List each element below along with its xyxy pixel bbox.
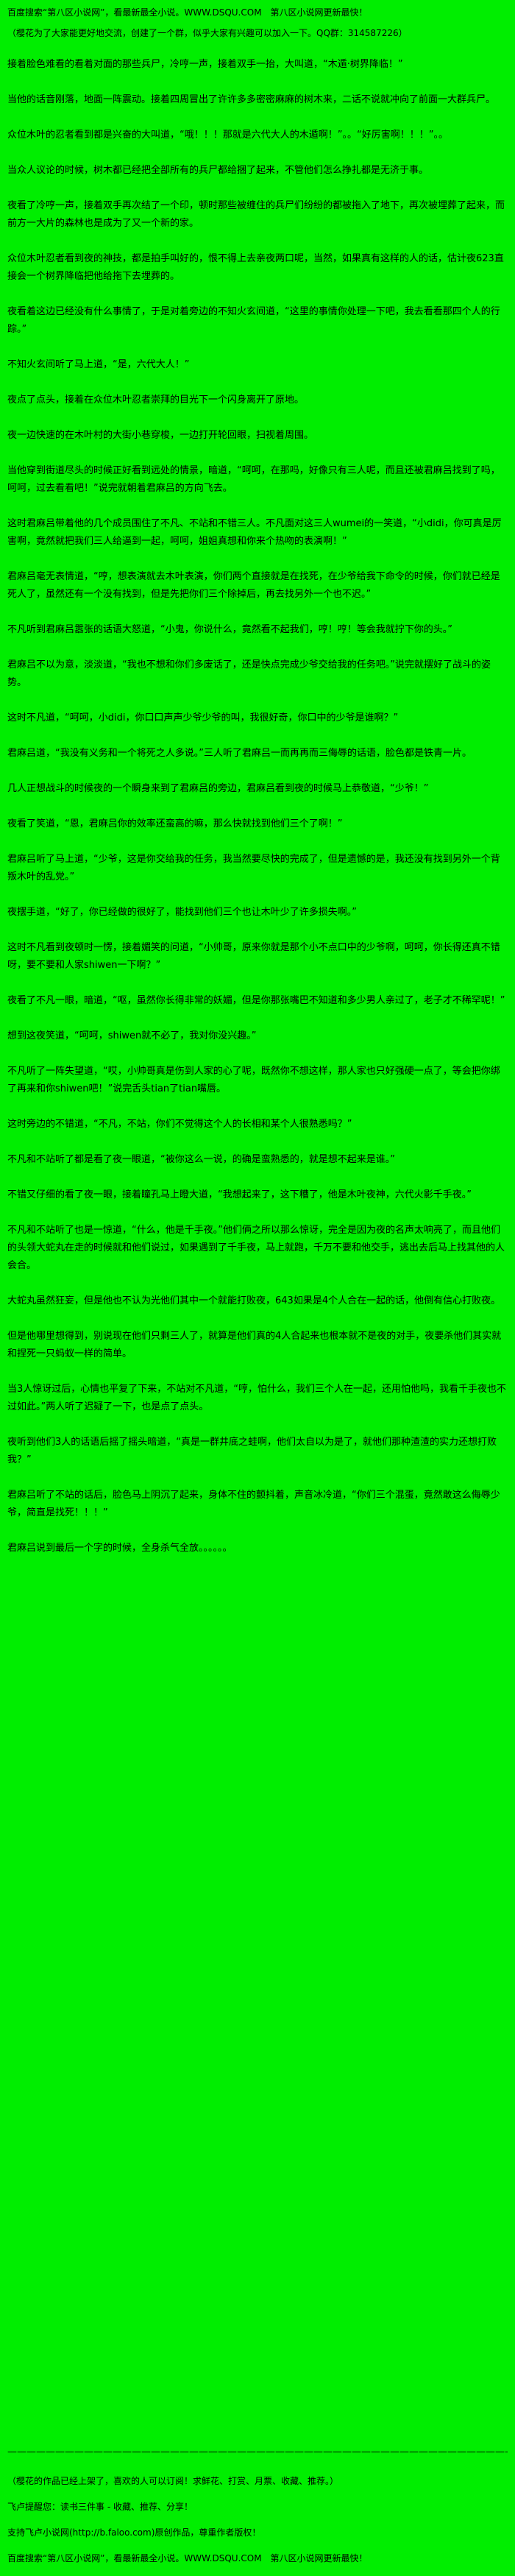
novel-paragraph: 君麻吕听了不站的话后，脸色马上阴沉了起来，身体不住的颤抖着，声音冰冷道，“你们三… (7, 1490, 500, 1518)
novel-paragraph: 夜看了冷哼一声，接着双手再次结了一个印，顿时那些被缠住的兵尸们纷纷的都被拖入了地… (7, 200, 505, 229)
novel-paragraph: 众位木叶忍者看到夜的神技，都是拍手叫好的，恨不得上去亲夜两口呢，当然，如果真有这… (7, 253, 504, 282)
novel-paragraph: 当众人议论的时候，树木都已经把全部所有的兵尸都给捆了起来，不管他们怎么挣扎都是无… (7, 165, 429, 176)
novel-paragraph: 这时旁边的不错道，“不凡，不站，你们不觉得这个人的长相和某个人很熟悉吗？” (7, 1119, 352, 1130)
novel-paragraph: 夜看了不凡一眼，暗道，“呕，虽然你长得非常的妖媚，但是你那张嘴巴不知道和多少男人… (7, 995, 505, 1006)
novel-paragraph: 不凡听了一阵失望道，“哎，小帅哥真是伤到人家的心了呢，既然你不想这样，那人家也只… (7, 1066, 500, 1094)
novel-paragraph: 不知火玄间听了马上道，“是，六代大人！” (7, 359, 190, 370)
novel-paragraph: 夜点了点头，接着在众位木叶忍者崇拜的目光下一个闪身离开了原地。 (7, 394, 305, 406)
novel-paragraph: 不错又仔细的看了夜一眼，接着瞳孔马上瞪大道，“我想起来了，这下糟了，他是木叶夜神… (7, 1189, 472, 1200)
novel-paragraph: 夜听到他们3人的话语后摇了摇头暗道，“真是一群井底之蛙啊，他们太自以为是了，就他… (7, 1437, 497, 1465)
novel-paragraph: 不凡和不站听了都是看了夜一眼道，“被你这么一说，的确是蛮熟悉的，就是想不起来是谁… (7, 1154, 395, 1165)
qq-group-note: （樱花为了大家能更好地交流，创建了一个群，似乎大家有兴趣可以加入一下。QQ群：3… (7, 28, 408, 38)
novel-paragraph: 夜看了笑道，“恩，君麻吕你的效率还蛮高的嘛，那么快就找到他们三个了啊！” (7, 818, 343, 829)
novel-paragraph: 不凡听到君麻吕嚣张的话语大怒道，“小鬼，你说什么，竟然看不起我们，哼！哼！等会我… (7, 624, 452, 635)
novel-paragraph: 接着脸色难看的看着对面的那些兵尸，冷哼一声，接着双手一抬，大叫道，“木遁·树界降… (7, 59, 403, 70)
novel-paragraph: 当他的话音刚落，地面一阵震动。接着四周冒出了许许多多密密麻麻的树木来，二话不说就… (7, 94, 496, 105)
faloo-support-note: 支持飞卢小说网(http://b.faloo.com)原创作品，尊重作者版权！ (7, 2527, 261, 2538)
novel-paragraph: 大蛇丸虽然狂妄，但是他也不认为光他们其中一个就能打败夜，643如果是4个人合在一… (7, 1295, 501, 1306)
novel-paragraph: 想到这夜笑道，“呵呵，shiwen就不必了，我对你没兴趣。” (7, 1030, 257, 1041)
novel-paragraph: 众位木叶的忍者看到都是兴奋的大叫道，“哦！！！那就是六代大人的木遁啊！”。。“好… (7, 130, 448, 141)
novel-paragraph: 君麻吕不以为意，淡淡道，“我也不想和你们多废话了，还是快点完成少爷交给我的任务吧… (7, 659, 491, 688)
site-promo-top: 百度搜索“第八区小说网”，看最新最全小说。WWW.DSQU.COM 第八区小说网… (7, 7, 368, 18)
faloo-reminder: 飞卢提醒您：读书三件事 - 收藏、推荐、分享！ (7, 2502, 193, 2512)
novel-paragraph: 这时君麻吕带着他的几个成员围住了不凡、不站和不错三人。不凡面对这三人wumei的… (7, 518, 502, 547)
novel-paragraph: 这时不凡看到夜顿时一愣，接着媚笑的问道，“小帅哥，原来你就是那个小不点口中的少爷… (7, 942, 500, 971)
novel-paragraph: 君麻吕道，“我没有义务和一个将死之人多说。”三人听了君麻吕一而再再而三侮辱的话语… (7, 748, 472, 759)
novel-paragraph: 当他穿到街道尽头的时候正好看到远处的情景，暗道，“呵呵，在那吗，好像只有三人呢，… (7, 465, 500, 494)
novel-content: 接着脸色难看的看着对面的那些兵尸，冷哼一声，接着双手一抬，大叫道，“木遁·树界降… (7, 56, 508, 1575)
novel-paragraph: 当3人惊讶过后，心情也平复了下来，不站对不凡道，“哼，怕什么，我们三个人在一起，… (7, 1384, 507, 1412)
novel-paragraph: 君麻吕说到最后一个字的时候，全身杀气全放。。。。。。 (7, 1543, 232, 1554)
novel-paragraph: 夜摆手道，“好了，你已经做的很好了，能找到他们三个也让木叶少了许多损失啊。” (7, 907, 357, 918)
novel-paragraph: 夜一边快速的在木叶村的大街小巷穿梭，一边打开轮回眼，扫视着周围。 (7, 430, 314, 441)
novel-paragraph: 夜看着这边已经没有什么事情了，于是对着旁边的不知火玄间道，“这里的事情你处理一下… (7, 306, 500, 335)
author-note: （樱花的作品已经上架了，喜欢的人可以订阅！求鲜花、打赏、月票、收藏、推荐。） (7, 2476, 339, 2486)
novel-paragraph: 几人正想战斗的时候夜的一个瞬身来到了君麻吕的旁边，君麻吕看到夜的时候马上恭敬道，… (7, 783, 429, 794)
novel-paragraph: 君麻吕听了马上道，“少爷，这是你交给我的任务，我当然要尽快的完成了，但是遗憾的是… (7, 854, 500, 882)
site-promo-bottom: 百度搜索“第八区小说网”，看最新最全小说。WWW.DSQU.COM 第八区小说网… (7, 2553, 368, 2563)
novel-paragraph: 但是他哪里想得到，别说现在他们只剩三人了，就算是他们真的4人合起来也根本就不是夜… (7, 1331, 502, 1359)
page-footer: ————————————————————————————————————————… (7, 2442, 508, 2566)
novel-paragraph: 不凡和不站听了也是一惊道，“什么，他是千手夜。”他们俩之所以那么惊讶，完全是因为… (7, 1225, 505, 1271)
separator-line: ————————————————————————————————————————… (7, 2446, 508, 2458)
novel-paragraph: 君麻吕毫无表情道，“哼，想表演就去木叶表演，你们两个直接就是在找死，在少爷给我下… (7, 571, 500, 600)
novel-paragraph: 这时不凡道，“呵呵，小didi，你口口声声少爷少爷的叫，我很好奇，你口中的少爷是… (7, 712, 399, 723)
